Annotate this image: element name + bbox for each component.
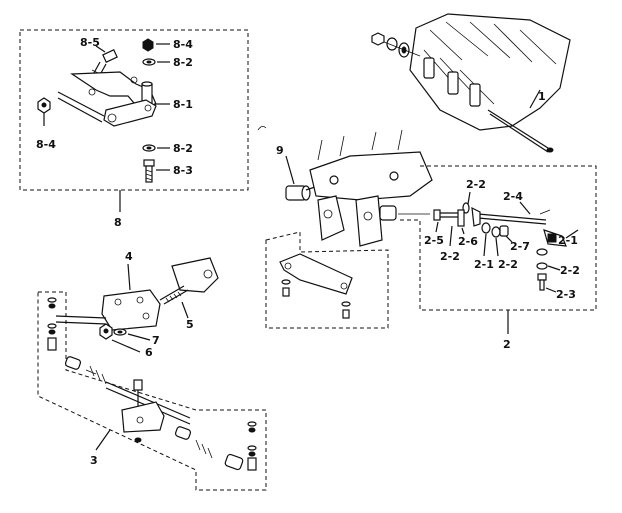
- callout-8-4-top: 8-4: [173, 38, 193, 51]
- part-2-4-rod: [471, 206, 551, 227]
- callout-3: 3: [90, 454, 98, 467]
- callout-8-5: 8-5: [80, 36, 100, 49]
- callout-7: 7: [152, 334, 160, 347]
- callout-4: 4: [125, 250, 133, 263]
- callout-8-4-left: 8-4: [36, 138, 56, 151]
- callout-6: 6: [145, 346, 153, 359]
- part-8-4-nut-top: [142, 38, 154, 52]
- part-4-plate: [55, 289, 161, 331]
- callout-2-1-right: 2-1: [558, 234, 578, 247]
- group-8-box: 8: [19, 29, 249, 229]
- callout-8-2-bottom: 8-2: [173, 142, 193, 155]
- part-8-arm: [57, 91, 157, 127]
- part-8-4-nut-left: [37, 97, 51, 114]
- linkage-box: [265, 231, 389, 329]
- part-6-nut: [99, 323, 113, 340]
- callout-2-4: 2-4: [503, 190, 523, 203]
- callout-2-2-right: 2-2: [560, 264, 580, 277]
- callout-2-5: 2-5: [424, 234, 444, 247]
- callout-2-2-center: 2-2: [498, 258, 518, 271]
- main-bracket-assembly: [309, 129, 433, 247]
- part-2-7-collar: [499, 225, 509, 237]
- callout-1: 1: [538, 90, 546, 103]
- part-7-washer: [113, 328, 127, 336]
- callout-2-6: 2-6: [458, 235, 478, 248]
- callout-9: 9: [276, 144, 284, 157]
- callout-5: 5: [186, 318, 194, 331]
- callout-8-1: 8-1: [173, 98, 193, 111]
- part-8-2-washer-bottom: [142, 144, 156, 152]
- part-2-right-joint: [536, 229, 567, 291]
- part-2-6-spacer: [457, 209, 465, 227]
- leader-arc: [257, 126, 267, 131]
- part-2-1-nut-center: [481, 222, 501, 238]
- callout-2: 2: [503, 338, 511, 351]
- part-8-2-washer-top: [142, 58, 156, 66]
- group-3-box: 3: [37, 291, 267, 491]
- callout-2-3: 2-3: [556, 288, 576, 301]
- callout-2-1-center: 2-1: [474, 258, 494, 271]
- callout-2-2-left: 2-2: [440, 250, 460, 263]
- callout-8-3: 8-3: [173, 164, 193, 177]
- part-1-housing: [371, 13, 571, 153]
- part-5-stud: [159, 257, 219, 305]
- callout-2-7: 2-7: [510, 240, 530, 253]
- callout-8-2-top: 8-2: [173, 56, 193, 69]
- part-8-3-bolt: [143, 159, 155, 183]
- group-2-box: 2: [400, 165, 597, 351]
- part-2-5-bolt: [433, 209, 458, 221]
- part-9-fitting: [285, 185, 319, 201]
- callout-2-2-top: 2-2: [466, 178, 486, 191]
- part-3-tie-rod: [47, 297, 257, 471]
- callout-8: 8: [114, 216, 122, 229]
